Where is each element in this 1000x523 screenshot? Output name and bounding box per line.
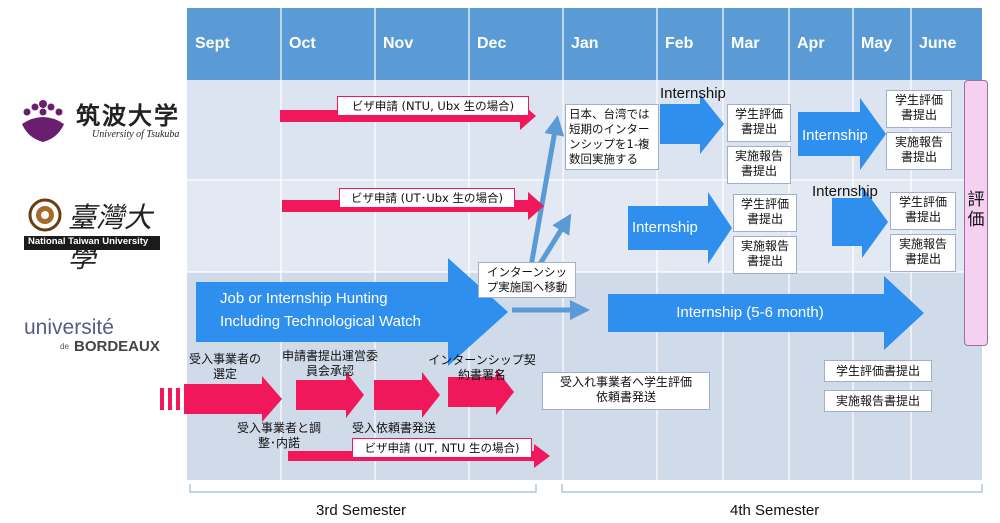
tsukuba-name-en: University of Tsukuba — [92, 129, 180, 140]
tsukuba-report2: 実施報告書提出 — [886, 132, 952, 170]
hunting-arrow — [196, 258, 508, 366]
month-sept: Sept — [195, 35, 230, 52]
month-apr: Apr — [797, 35, 825, 52]
ntu-report2: 実施報告書提出 — [890, 234, 956, 272]
month-jan: Jan — [571, 35, 599, 52]
fourth-semester-label: 4th Semester — [730, 502, 820, 519]
month-feb: Feb — [665, 35, 694, 52]
ntu-internship2-label: Internship — [812, 183, 878, 200]
month-oct: Oct — [289, 35, 316, 52]
ntu-eval1: 学生評価書提出 — [733, 194, 797, 232]
adjust-label: 受入事業者と調整･内諾 — [236, 421, 321, 450]
ntu-internship1-label: Internship — [632, 219, 698, 236]
ntu-eval2: 学生評価書提出 — [890, 192, 956, 230]
tsukuba-report1: 実施報告書提出 — [727, 146, 791, 184]
month-may: May — [861, 35, 893, 52]
hunting-label-line2: Including Technological Watch — [220, 313, 421, 330]
long-internship-arrow — [608, 276, 924, 350]
ntu-internship2-arrow — [832, 186, 888, 258]
header-row — [187, 8, 982, 80]
month-mar: Mar — [731, 35, 760, 52]
bordeaux-line2: BORDEAUX — [74, 338, 160, 355]
ntu-name-en-label: National Taiwan University — [28, 236, 149, 247]
ntu-seal-icon — [28, 198, 62, 232]
bordeaux-visa-label: ビザ申請 (UT, NTU 生の場合) — [352, 438, 532, 458]
move-label: インターンシップ実施国へ移動 — [478, 262, 576, 298]
bordeaux-report-label: 実施報告書提出 — [824, 390, 932, 412]
hunting-label-line1: Job or Internship Hunting — [220, 290, 388, 307]
tsukuba-eval2: 学生評価書提出 — [886, 90, 952, 128]
ntu-name-jp: 臺灣大學 — [68, 201, 153, 274]
bordeaux-step-arrows — [160, 369, 514, 422]
ntu-report1: 実施報告書提出 — [733, 236, 797, 274]
ntu-internship1-arrow — [628, 192, 732, 264]
ntu-logo: 臺灣大學 National Taiwan University — [24, 196, 164, 274]
eval-request-label: 受入れ事業者へ学生評価依頼書発送 — [542, 372, 710, 410]
ntu-name-en — [24, 236, 160, 250]
bordeaux-eval-label: 学生評価書提出 — [824, 360, 932, 382]
tsukuba-note: 日本、台湾では短期のインターンシップを1-複数回実施する — [565, 104, 659, 170]
ntu-visa-label: ビザ申請 (UT･Ubx 生の場合) — [339, 188, 515, 208]
tsukuba-eval1: 学生評価書提出 — [727, 104, 791, 142]
bordeaux-line2-prefix: de — [60, 342, 69, 351]
long-internship-label: Internship (5-6 month) — [676, 304, 824, 321]
tsukuba-internship2-label: Internship — [802, 127, 868, 144]
bordeaux-logo: université de BORDEAUX — [24, 316, 164, 360]
month-dec: Dec — [477, 35, 507, 52]
evaluation-bar — [964, 80, 988, 346]
month-nov: Nov — [383, 35, 414, 52]
third-semester-label: 3rd Semester — [316, 502, 407, 519]
tsukuba-internship1-arrow — [660, 94, 724, 154]
evaluation-label: 評価 — [967, 190, 985, 230]
step4-label: インターンシップ契約書署名 — [428, 353, 536, 382]
step1-label: 受入事業者の選定 — [188, 352, 261, 381]
tsukuba-internship2-arrow — [798, 98, 886, 170]
tsukuba-logo: 筑波大学 University of Tsukuba — [18, 96, 183, 148]
bordeaux-line1: université — [24, 316, 114, 339]
tsukuba-internship1-label: Internship — [660, 85, 726, 102]
step2-label: 申請書提出運営委員会承認 — [281, 349, 378, 378]
month-june: June — [919, 35, 957, 52]
step3-label: 受入依頼書発送 — [351, 421, 436, 435]
paulownia-crest-icon — [22, 100, 64, 142]
tsukuba-name-jp: 筑波大学 — [76, 101, 180, 130]
tsukuba-visa-label: ビザ申請 (NTU, Ubx 生の場合) — [337, 96, 529, 116]
